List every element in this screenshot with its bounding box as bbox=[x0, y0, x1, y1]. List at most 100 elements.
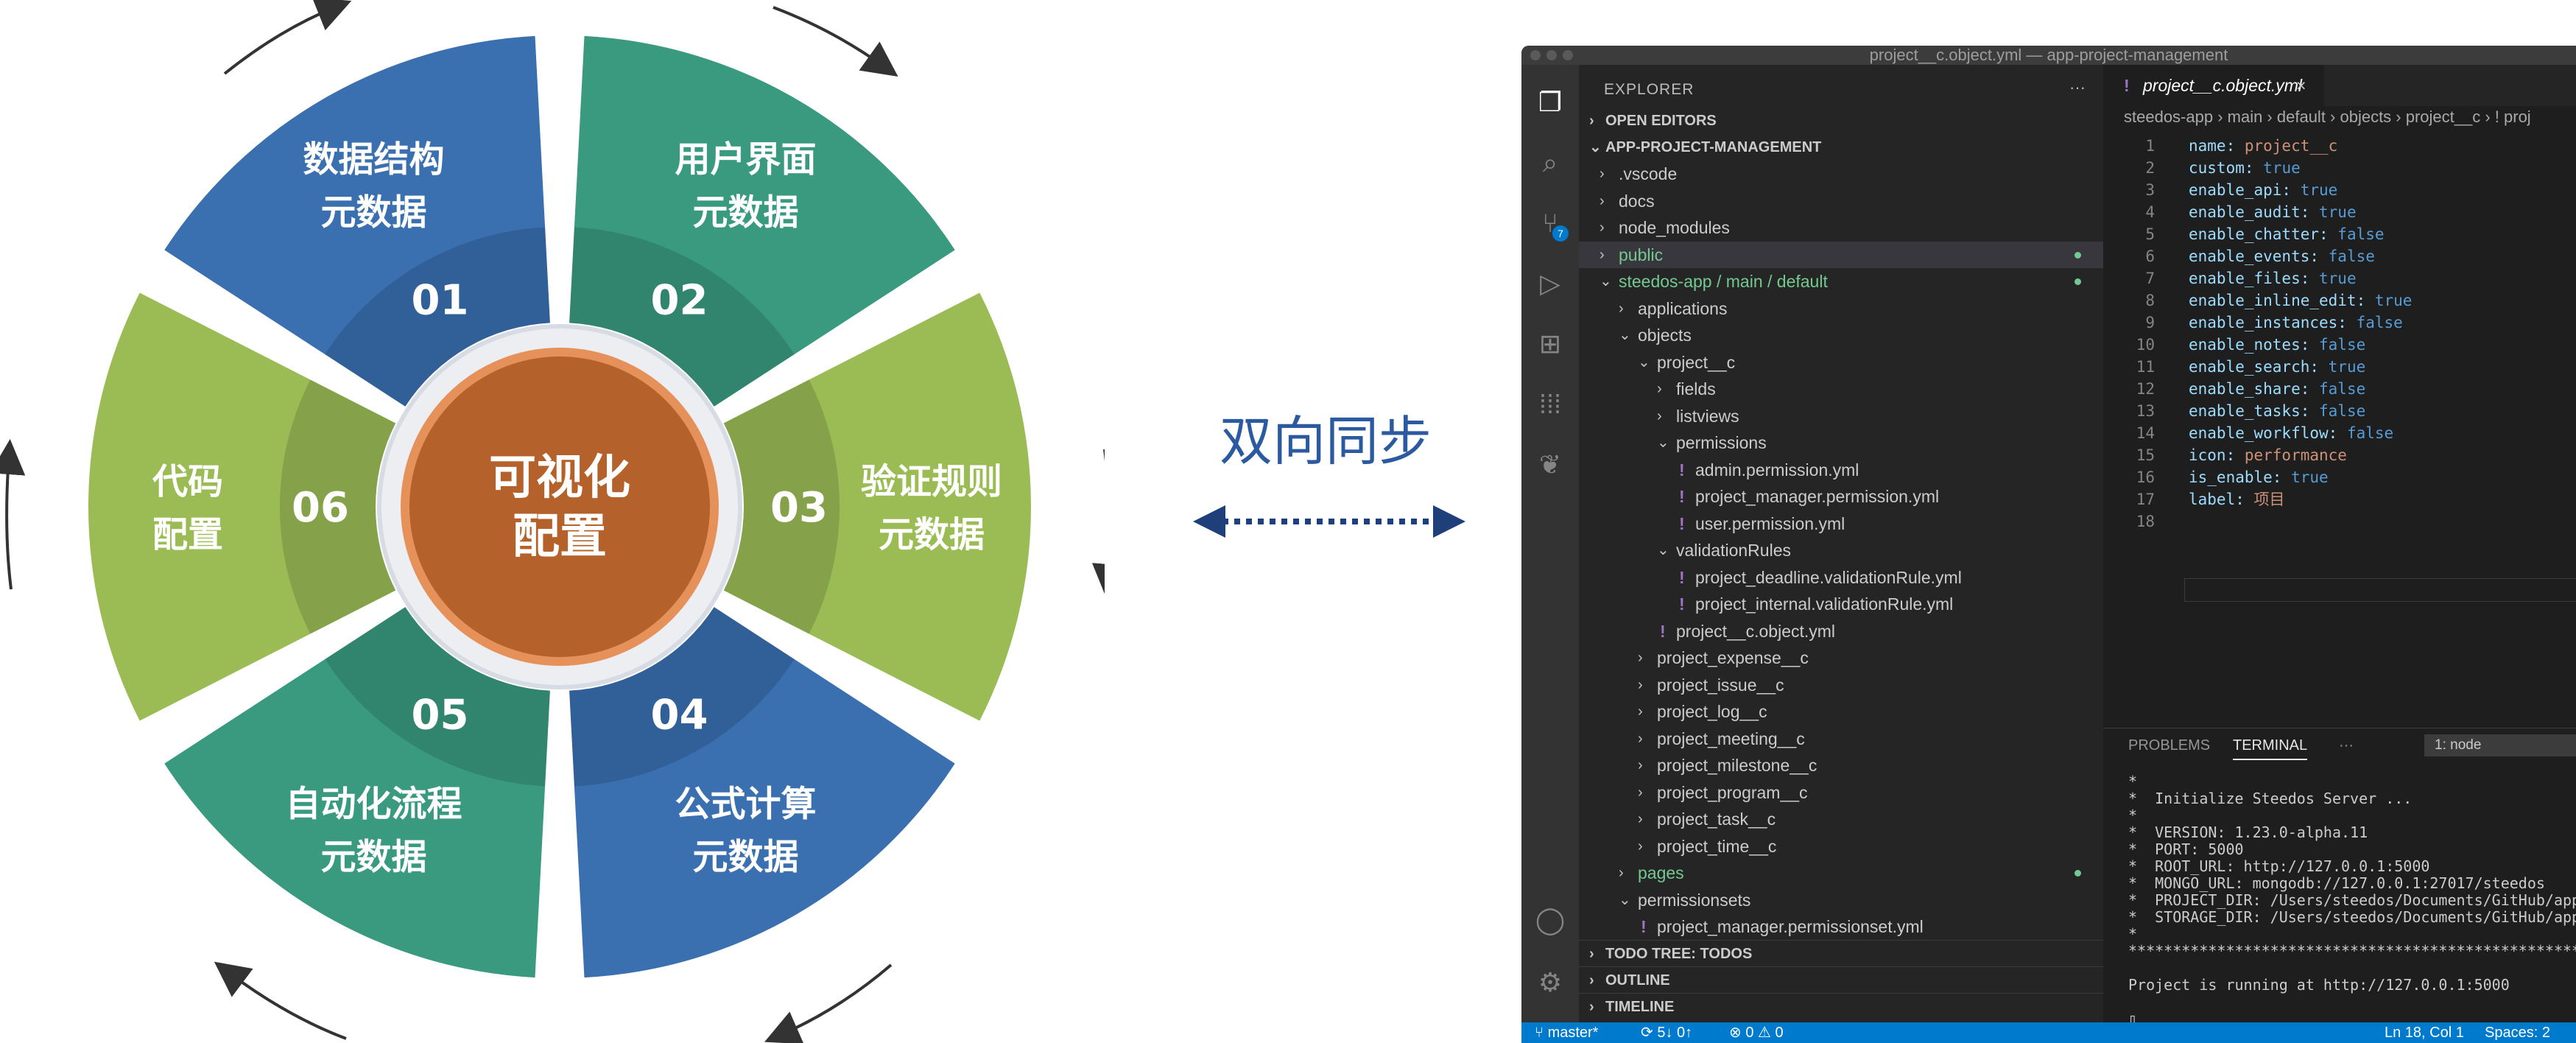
tab-terminal[interactable]: TERMINAL bbox=[2233, 737, 2308, 760]
tree-item-label: project_task__c bbox=[1657, 810, 1776, 829]
explorer-more-button[interactable]: ··· bbox=[2069, 78, 2086, 96]
tree-folder[interactable]: ⌄validationRules bbox=[1579, 537, 2103, 563]
tree-folder[interactable]: ›listviews bbox=[1579, 403, 2103, 429]
line-number: 5 bbox=[2145, 225, 2155, 243]
tree-folder[interactable]: ›fields bbox=[1579, 376, 2103, 402]
yaml-value: false bbox=[2337, 225, 2385, 243]
search-icon[interactable]: ⌕ bbox=[1542, 147, 1558, 178]
tree-file[interactable]: !user.permission.yml bbox=[1579, 510, 2103, 537]
apps-grid-icon[interactable]: ⁞⁞⁞ bbox=[1538, 389, 1561, 419]
tree-file[interactable]: !admin.permission.yml bbox=[1579, 457, 2103, 483]
segment-label-01-2: 元数据 bbox=[320, 192, 426, 233]
tab-project-object-yml[interactable]: ! project__c.object.yml × bbox=[2103, 65, 2324, 106]
tree-folder[interactable]: ›project_milestone__c bbox=[1579, 752, 2103, 779]
code-line[interactable]: 18 bbox=[2103, 510, 2576, 533]
breadcrumb[interactable]: steedos-app › main › default › objects ›… bbox=[2124, 108, 2531, 126]
source-control-icon[interactable]: ⑂ 7 bbox=[1535, 208, 1569, 242]
line-number: 14 bbox=[2136, 424, 2155, 442]
explorer-title: EXPLORER bbox=[1604, 81, 1695, 98]
maximize-window-icon[interactable] bbox=[1563, 50, 1573, 60]
leaf-icon[interactable]: ❦ bbox=[1538, 449, 1562, 480]
tree-folder[interactable]: ›project_program__c bbox=[1579, 779, 2103, 806]
line-number: 9 bbox=[2145, 314, 2155, 331]
close-tab-icon[interactable]: × bbox=[2296, 76, 2306, 95]
cursor-position-status[interactable]: Ln 18, Col 1 bbox=[2385, 1025, 2464, 1041]
indentation-status[interactable]: Spaces: 2 bbox=[2485, 1025, 2550, 1041]
center-disc bbox=[409, 357, 710, 657]
tree-file[interactable]: !project_deadline.validationRule.yml bbox=[1579, 564, 2103, 591]
close-window-icon[interactable] bbox=[1530, 50, 1541, 60]
line-number: 3 bbox=[2145, 181, 2155, 199]
git-branch-status[interactable]: ⑂ master* bbox=[1535, 1025, 1599, 1041]
tree-folder[interactable]: ›applications bbox=[1579, 295, 2103, 322]
sidebar-section-todo-tree-todos[interactable]: ›TODO TREE: TODOS bbox=[1579, 940, 2103, 967]
tree-folder[interactable]: ›project_expense__c bbox=[1579, 645, 2103, 671]
yaml-value: true bbox=[2291, 468, 2329, 486]
modified-dot-icon bbox=[2074, 251, 2081, 259]
bidirectional-arrow-icon bbox=[1193, 505, 1465, 538]
project-root-section[interactable]: ⌄ APP-PROJECT-MANAGEMENT bbox=[1579, 134, 2103, 161]
tree-folder[interactable]: ›project_time__c bbox=[1579, 833, 2103, 860]
rotation-arrow-bottom-left bbox=[214, 961, 347, 1040]
explorer-files-icon[interactable]: ❐ bbox=[1538, 87, 1563, 117]
tree-file[interactable]: !project__c.object.yml bbox=[1579, 618, 2103, 645]
tree-file[interactable]: !project_manager.permission.yml bbox=[1579, 483, 2103, 510]
tree-file[interactable]: !project_internal.validationRule.yml bbox=[1579, 591, 2103, 617]
tree-folder[interactable]: ›pages bbox=[1579, 860, 2103, 886]
tree-folder[interactable]: ›project_meeting__c bbox=[1579, 726, 2103, 752]
sync-status[interactable]: ⟳ 5↓ 0↑ bbox=[1641, 1025, 1693, 1041]
panel-more-button[interactable]: ··· bbox=[2339, 737, 2354, 754]
segment-06 bbox=[88, 292, 396, 721]
terminal-select[interactable]: 1: node bbox=[2424, 734, 2576, 756]
tree-folder[interactable]: ›project_issue__c bbox=[1579, 672, 2103, 698]
tree-folder[interactable]: ⌄objects bbox=[1579, 322, 2103, 348]
tree-folder[interactable]: ›docs bbox=[1579, 188, 2103, 214]
sidebar-section-outline[interactable]: ›OUTLINE bbox=[1579, 966, 2103, 994]
run-debug-icon[interactable]: ▷ bbox=[1540, 268, 1560, 298]
tree-file[interactable]: !project_manager.permissionset.yml bbox=[1579, 913, 2103, 940]
settings-gear-icon[interactable]: ⚙ bbox=[1538, 967, 1563, 997]
segment-label-04-2: 元数据 bbox=[692, 836, 798, 877]
tree-folder[interactable]: ⌄permissionsets bbox=[1579, 887, 2103, 913]
terminal-line: * bbox=[2128, 773, 2138, 790]
tree-folder[interactable]: ›public bbox=[1579, 241, 2103, 268]
tree-folder[interactable]: ›project_log__c bbox=[1579, 698, 2103, 725]
minimize-window-icon[interactable] bbox=[1546, 50, 1557, 60]
chevron-right-icon: › bbox=[1589, 113, 1594, 129]
tree-folder[interactable]: ›node_modules bbox=[1579, 214, 2103, 241]
chevron-right-icon: › bbox=[1638, 730, 1643, 747]
tab-problems[interactable]: PROBLEMS bbox=[2128, 737, 2211, 754]
yaml-value: performance bbox=[2244, 446, 2347, 464]
terminal-line: Project is running at http://127.0.0.1:5… bbox=[2128, 976, 2510, 994]
tree-folder[interactable]: ⌄project__c bbox=[1579, 349, 2103, 376]
sidebar-section-timeline[interactable]: ›TIMELINE bbox=[1579, 993, 2103, 1020]
tree-folder[interactable]: ⌄steedos-app / main / default bbox=[1579, 268, 2103, 295]
tree-folder[interactable]: ›.vscode bbox=[1579, 161, 2103, 187]
problems-status[interactable]: ⊗ 0 ⚠ 0 bbox=[1729, 1025, 1784, 1041]
account-icon[interactable]: ◯ bbox=[1535, 905, 1566, 935]
tree-folder[interactable]: ⌄permissions bbox=[1579, 429, 2103, 456]
segment-label-05-1: 自动化流程 bbox=[285, 783, 462, 824]
yaml-key: enable_tasks: false bbox=[2189, 402, 2366, 420]
extensions-icon[interactable]: ⊞ bbox=[1538, 329, 1562, 359]
open-editors-section[interactable]: › OPEN EDITORS bbox=[1579, 108, 2103, 134]
line-number: 1 bbox=[2145, 137, 2155, 155]
tree-folder[interactable]: ›project_task__c bbox=[1579, 806, 2103, 832]
